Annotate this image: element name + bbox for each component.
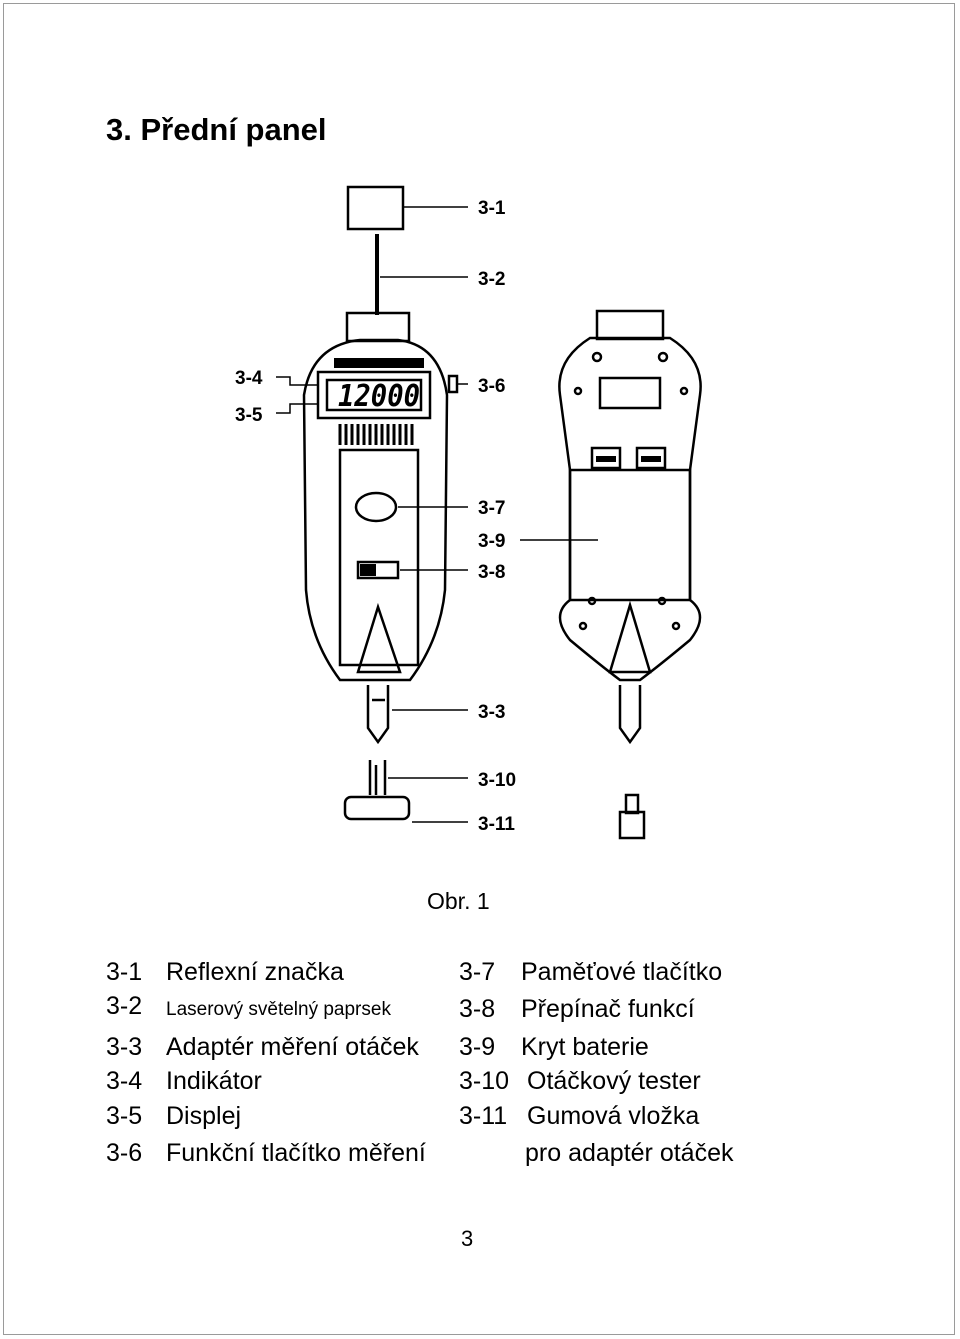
page-border [3,3,955,1335]
legend-text: Indikátor [166,1067,262,1095]
function-switch [356,560,400,580]
legend-code: 3-9 [459,1033,496,1061]
legend-item: 3-5 Displej [106,1099,241,1133]
label-3-8: 3-8 [478,562,505,583]
tachometer-front-body [302,338,449,682]
legend-item: 3-2 Laserový světelný paprsek [106,989,391,1023]
legend-code: 3-8 [459,995,496,1023]
legend-text: Adaptér měření otáček [166,1033,419,1061]
label-3-7: 3-7 [478,498,505,519]
label-3-2: 3-2 [478,269,505,290]
section-heading: 3. Přední panel [106,112,327,147]
legend-text: Reflexní značka [166,958,344,986]
label-3-6: 3-6 [478,376,505,397]
legend-item: 3-9 Kryt baterie [459,1030,649,1064]
tachometer-back-body [558,336,702,682]
legend-code: 3-6 [106,1139,143,1167]
label-3-11: 3-11 [478,814,515,835]
display-window [316,370,432,420]
legend-text: Otáčkový tester [527,1067,701,1095]
label-3-5: 3-5 [235,405,263,426]
rpm-adapter [366,685,390,745]
legend-item: 3-10 Otáčkový tester [459,1064,701,1098]
label-3-1: 3-1 [478,198,506,219]
legend-code: 3-4 [106,1067,143,1095]
legend-code: 3-10 [459,1067,510,1095]
legend-code: 3-3 [106,1033,143,1061]
memory-button [354,491,398,523]
legend-item: 3-3 Adaptér měření otáček [106,1030,419,1064]
rubber-insert [624,793,640,815]
legend-item: 3-6 Funkční tlačítko měření [106,1136,426,1170]
legend-code: 3-1 [106,958,143,986]
label-3-3: 3-3 [478,702,505,723]
legend-code: 3-5 [106,1102,143,1130]
rpm-tester [368,760,387,795]
legend-text: Displej [166,1102,242,1130]
legend-code: 3-11 [459,1102,508,1130]
legend-text: Přepínač funkcí [521,995,695,1023]
display-reading: 12000 [338,379,420,414]
reflective-mark [346,185,405,231]
legend-item: 3-4 Indikátor [106,1064,262,1098]
label-3-4: 3-4 [235,368,263,389]
legend-code: 3-7 [459,958,496,986]
figure-caption: Obr. 1 [427,888,490,914]
legend-item: 3-11 Gumová vložka [459,1099,699,1133]
legend-code: 3-2 [106,992,143,1020]
legend-text: Paměťové tlačítko [521,958,723,986]
legend-item: 3-1 Reflexní značka [106,955,344,989]
legend-text: Laserový světelný paprsek [166,999,391,1020]
legend-text: Kryt baterie [521,1033,649,1061]
label-3-9: 3-9 [478,531,505,552]
legend-item: 3-8 Přepínač funkcí [459,992,695,1026]
label-3-10: 3-10 [478,770,516,791]
legend-text: pro adaptér otáček [525,1139,734,1167]
battery-cover [568,468,692,602]
legend-text: Funkční tlačítko měření [166,1139,426,1167]
page-number: 3 [461,1226,474,1251]
back-window [598,376,662,410]
legend-text: Gumová vložka [527,1102,700,1130]
legend-item: 3-7 Paměťové tlačítko [459,955,722,989]
grip-ribs [338,424,414,445]
